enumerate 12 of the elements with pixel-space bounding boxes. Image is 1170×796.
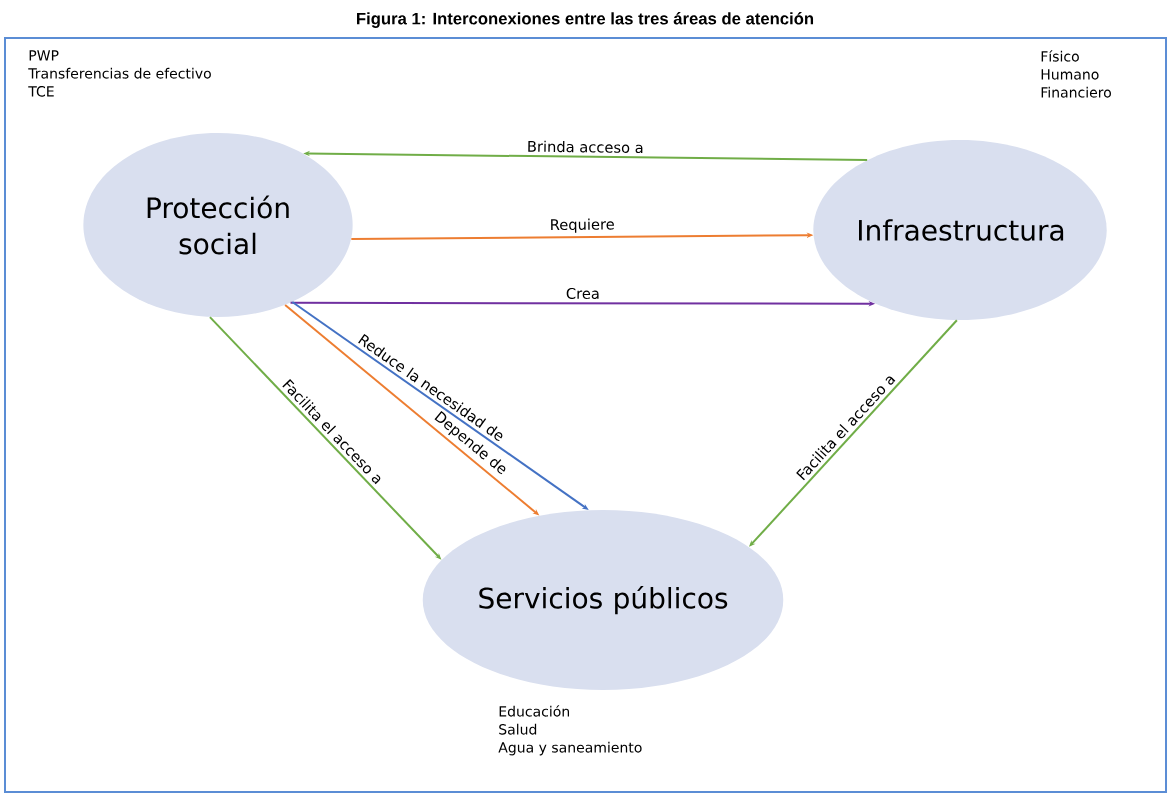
ellipse-node: Protección social [83, 133, 353, 317]
ellipse-node: Servicios públicos [422, 510, 784, 690]
edge-label: Brinda acceso a [528, 140, 643, 154]
figure-title: Figura 1: Interconexiones entre las tres áreas de atención [357, 12, 814, 28]
edge-label: Crea [566, 287, 599, 299]
edge-label: Requiere [551, 218, 614, 233]
ellipse-node: Infraestructura [813, 140, 1107, 320]
item-list: PWP Transferencias de efectivo TCE [28, 50, 211, 97]
arrow [749, 319, 958, 547]
item-list: Físico Humano Financiero [1041, 50, 1111, 98]
item-list: Educación Salud Agua y saneamiento [498, 705, 642, 756]
arrow [291, 301, 589, 510]
